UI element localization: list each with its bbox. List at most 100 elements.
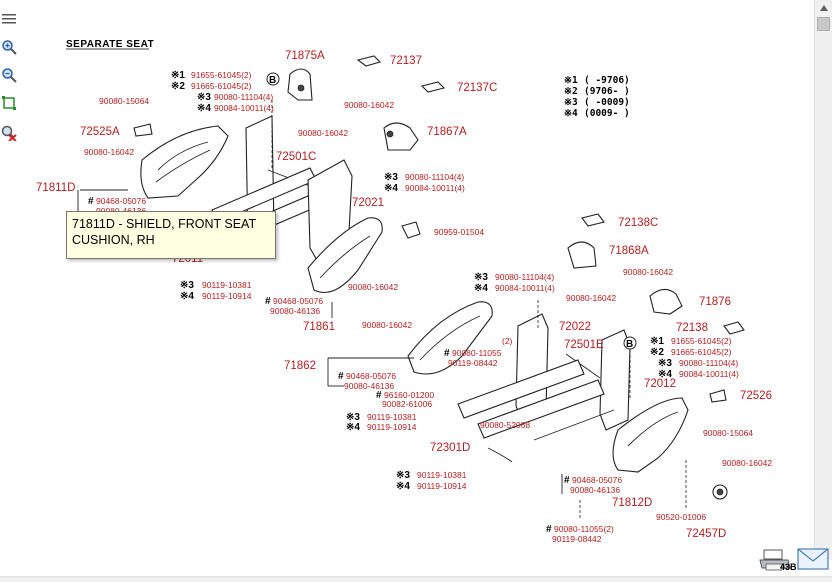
part-drawings: B (77, 55, 745, 520)
label-90119-10381-a[interactable]: 90119-10381 (202, 280, 252, 290)
part-71811d[interactable] (140, 125, 229, 199)
part-71867a[interactable] (383, 122, 419, 151)
label-72137c[interactable]: 72137C (457, 82, 497, 94)
label-90119-10914-b[interactable]: 90119-10914 (367, 422, 417, 432)
hash-1: # (88, 196, 94, 207)
legend-mark-3: ※3 (564, 97, 578, 108)
part-72138[interactable] (723, 321, 745, 335)
label-90080-16042-f[interactable]: 90080-16042 (566, 293, 616, 303)
label-90468-d[interactable]: 90468-05076 (572, 475, 622, 485)
label-90084-10011-d[interactable]: 90084-10011(4) (679, 369, 739, 379)
label-72021[interactable]: 72021 (352, 197, 384, 209)
label-90080-11104-b[interactable]: 90080-11104(4) (405, 172, 464, 182)
label-90080-16042-h[interactable]: 90080-16042 (722, 458, 772, 468)
part-71876[interactable] (649, 288, 683, 315)
list-icon[interactable] (0, 8, 18, 30)
part-71861[interactable] (307, 217, 383, 294)
legend-text-1: ( -9706) (584, 75, 630, 86)
label-72012[interactable]: 72012 (644, 378, 676, 390)
fit-page-icon[interactable] (0, 92, 18, 114)
label-90468-c[interactable]: 90468-05076 (346, 371, 396, 381)
label-72526[interactable]: 72526 (740, 390, 772, 402)
part-72012[interactable] (599, 329, 631, 431)
part-72526[interactable] (709, 389, 727, 403)
horizontal-scrollbar[interactable] (0, 576, 832, 582)
label-71867a[interactable]: 71867A (427, 126, 467, 138)
label-71875a[interactable]: 71875A (285, 50, 325, 62)
vertical-scrollbar[interactable] (814, 0, 832, 560)
label-90468-a[interactable]: 90468-05076 (96, 196, 146, 206)
label-90080-16042-d[interactable]: 90080-16042 (623, 267, 673, 277)
label-90080-16042-g[interactable]: 90080-16042 (362, 320, 412, 330)
label-90084-10011-b[interactable]: 90084-10011(4) (405, 183, 465, 193)
label-90080-11055-a[interactable]: 90080-11055 (452, 348, 502, 358)
label-90080-15064-a[interactable]: 90080-15064 (99, 96, 149, 106)
label-90119-10914-a[interactable]: 90119-10914 (202, 291, 252, 301)
label-90080-11104-a[interactable]: 90080-11104(4) (214, 92, 273, 102)
label-71862[interactable]: 71862 (284, 360, 316, 372)
label-90468-b[interactable]: 90468-05076 (273, 296, 323, 306)
label-90080-15064-b[interactable]: 90080-15064 (703, 428, 753, 438)
scroll-thumb[interactable] (817, 17, 830, 31)
label-90080-16042-b[interactable]: 90080-16042 (344, 100, 394, 110)
part-72137c[interactable] (420, 81, 446, 93)
label-90080-11055-b[interactable]: 90080-11055(2) (554, 524, 614, 534)
label-72022[interactable]: 72022 (559, 321, 591, 333)
label-90080-52068[interactable]: 90080-52068 (480, 420, 530, 430)
part-90959[interactable] (401, 221, 421, 239)
label-71876[interactable]: 71876 (699, 296, 731, 308)
label-90084-10011-a[interactable]: 90084-10011(4) (214, 103, 274, 113)
label-71868a[interactable]: 71868A (609, 245, 649, 257)
label-72525a[interactable]: 72525A (80, 126, 120, 138)
label-90959[interactable]: 90959-01504 (434, 227, 484, 237)
part-72525a[interactable] (133, 123, 153, 137)
label-90084-10011-c[interactable]: 90084-10011(4) (495, 283, 555, 293)
mark-1: ※1 (171, 70, 185, 81)
printer-icon[interactable] (758, 548, 792, 574)
label-90080-11104-c[interactable]: 90080-11104(4) (495, 272, 554, 282)
label-72301d[interactable]: 72301D (430, 442, 470, 454)
label-72137[interactable]: 72137 (390, 55, 422, 67)
part-71868a[interactable] (567, 241, 597, 269)
part-seat-track-lower[interactable] (457, 359, 585, 419)
mail-icon[interactable] (796, 546, 830, 572)
scroll-up-icon[interactable] (815, 0, 832, 16)
reset-zoom-icon[interactable] (0, 122, 18, 144)
label-91665-a[interactable]: 91665-61045(2) (191, 81, 252, 91)
label-90119-10381-c[interactable]: 90119-10381 (417, 470, 467, 480)
label-71861[interactable]: 71861 (303, 321, 335, 333)
part-72137[interactable] (356, 55, 382, 67)
label-72457d[interactable]: 72457D (686, 528, 726, 540)
label-90119-08442-a[interactable]: 90119-08442 (448, 358, 498, 368)
label-72138[interactable]: 72138 (676, 322, 708, 334)
label-90080-16042-e[interactable]: 90080-16042 (348, 282, 398, 292)
label-90080-16042-c[interactable]: 90080-16042 (298, 128, 348, 138)
label-72501c[interactable]: 72501C (276, 151, 316, 163)
mark-4f: ※4 (346, 422, 360, 433)
label-90082[interactable]: 90082-61006 (382, 399, 432, 409)
label-90080-11104-d[interactable]: 90080-11104(4) (679, 358, 738, 368)
label-91655-a[interactable]: 91655-61045(2) (191, 70, 252, 80)
part-71812d[interactable] (612, 397, 689, 473)
label-96160[interactable]: 96160-01200 (384, 390, 434, 400)
part-72138c[interactable] (581, 213, 605, 227)
label-91665-b[interactable]: 91665-61045(2) (671, 347, 732, 357)
label-91655-b[interactable]: 91655-61045(2) (671, 336, 732, 346)
label-90119-10381-b[interactable]: 90119-10381 (367, 412, 417, 422)
label-90119-08442-b[interactable]: 90119-08442 (552, 534, 602, 544)
zoom-in-icon[interactable] (0, 36, 18, 58)
label-72501e[interactable]: 72501E (564, 339, 604, 351)
label-71812d[interactable]: 71812D (612, 497, 652, 509)
part-71875a[interactable] (287, 68, 313, 101)
label-90080-16042-a[interactable]: 90080-16042 (84, 147, 134, 157)
label-71811d[interactable]: 71811D (36, 182, 75, 194)
label-90080-46136-b[interactable]: 90080-46136 (270, 306, 320, 316)
hash-4: # (338, 371, 344, 382)
label-90520[interactable]: 90520-01006 (656, 512, 706, 522)
label-90080-46136-c[interactable]: 90080-46136 (344, 381, 394, 391)
label-90119-10914-c[interactable]: 90119-10914 (417, 481, 467, 491)
zoom-out-icon[interactable] (0, 64, 18, 86)
mark-4g: ※4 (396, 481, 410, 492)
label-90080-46136-d[interactable]: 90080-46136 (570, 485, 620, 495)
label-72138c[interactable]: 72138C (618, 217, 658, 229)
